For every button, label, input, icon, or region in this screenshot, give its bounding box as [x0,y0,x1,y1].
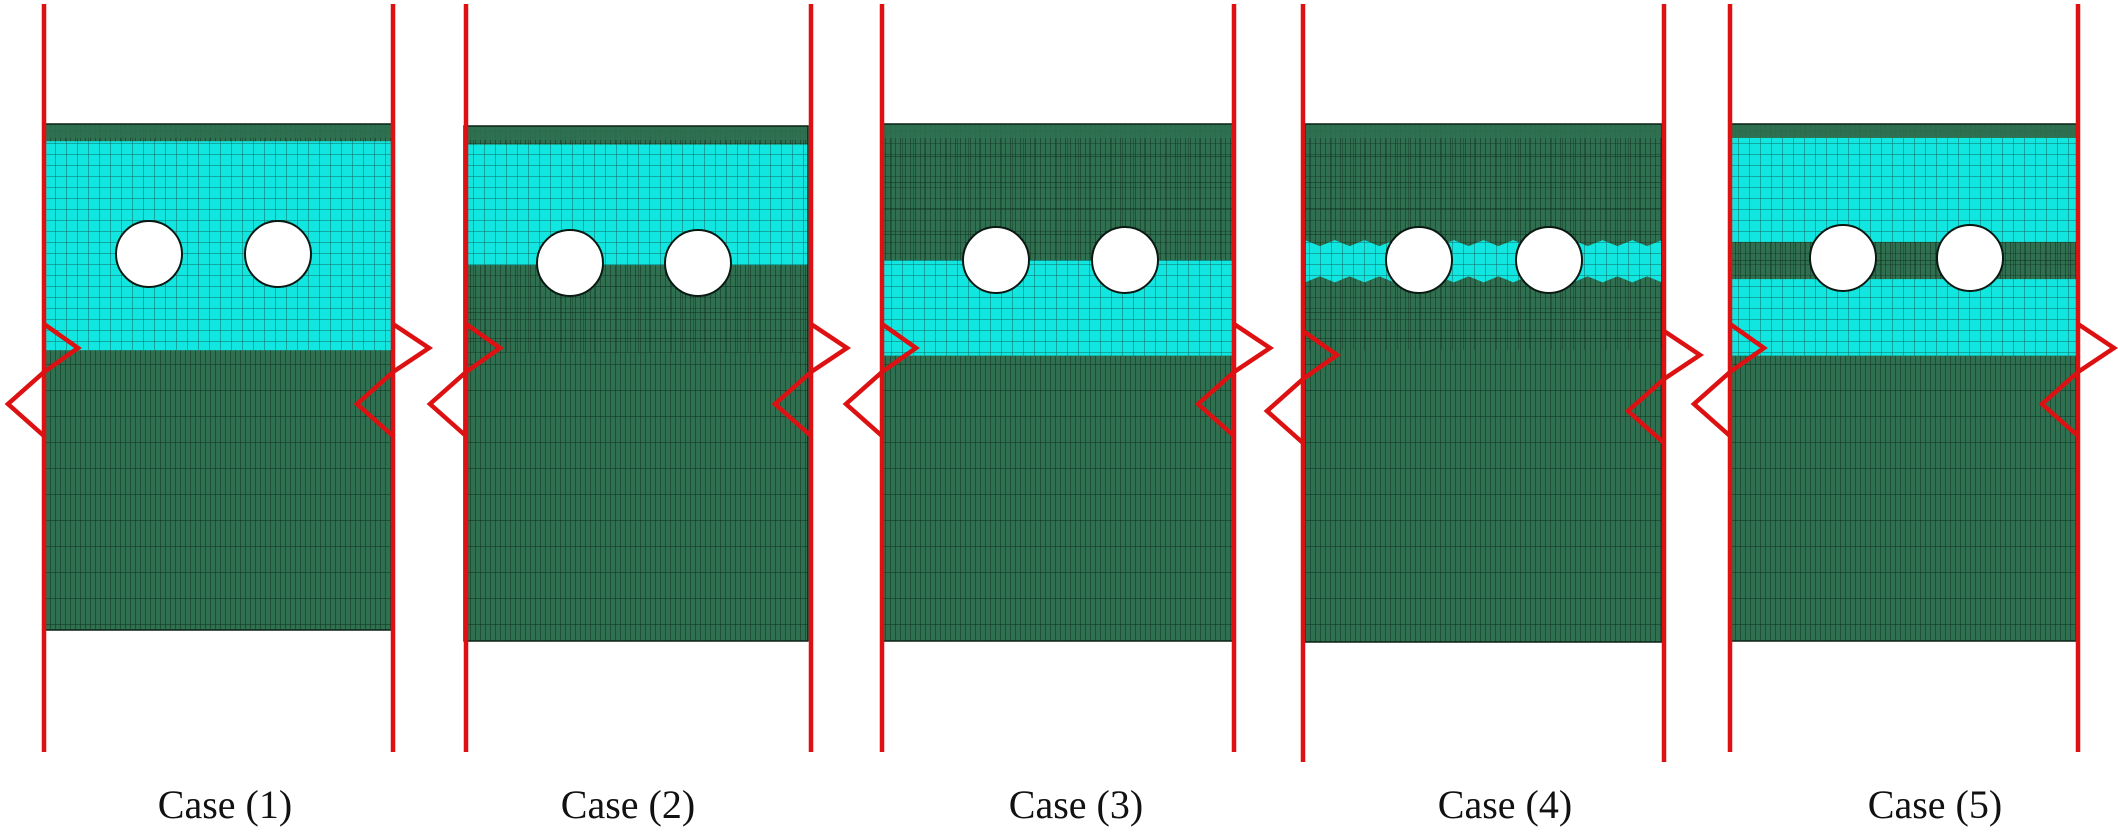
hole-2 [1515,226,1583,294]
right-notch-inner [771,370,813,438]
case-panel-4 [1263,4,1705,762]
top-strip [1305,124,1662,138]
top-strip [44,124,392,138]
hole-1 [115,220,183,288]
case-label-5: Case (5) [1868,782,2002,827]
top-strip [464,126,808,140]
right-notch-inner [1624,377,1666,445]
fine-mesh-lines [1730,124,2078,356]
fine-mesh-lines [1305,124,1662,350]
hole-2 [1091,226,1159,294]
right-notch-outer [391,322,434,374]
hole-1 [962,226,1030,294]
mesh-body-1 [44,124,392,630]
fine-mesh-lines [44,124,392,351]
case-label-2: Case (2) [561,782,695,827]
left-notch-inner [1728,322,1768,374]
hole-2 [1936,224,2004,292]
hole-2 [664,229,732,297]
case-panel-3 [842,4,1275,752]
right-notch-outer [1662,329,1705,381]
left-notch-outer [1263,377,1305,445]
case-label-4: Case (4) [1438,782,1572,827]
left-notch-inner [42,322,82,374]
case-label-1: Case (1) [158,782,292,827]
left-notch-inner [880,322,920,374]
left-notch-outer [842,370,884,438]
right-notch-outer [1232,322,1275,374]
case-label-3: Case (3) [1009,782,1143,827]
right-notch-inner [2038,370,2080,438]
hole-1 [1385,226,1453,294]
left-notch-inner [1301,329,1341,381]
hole-2 [244,220,312,288]
fine-mesh-lines [882,124,1233,356]
top-strip [1730,124,2078,138]
mesh-body-2 [464,126,808,641]
left-notch-inner [464,322,504,374]
case-panel-5 [1690,4,2118,752]
mesh-body-4 [1305,124,1662,642]
hole-1 [536,229,604,297]
case-panel-2 [426,4,852,752]
mesh-body-5 [1730,124,2078,641]
left-notch-outer [426,370,468,438]
right-notch-inner [1194,370,1236,438]
fine-mesh-lines [464,126,808,353]
right-notch-outer [809,322,852,374]
right-notch-outer [2076,322,2118,374]
top-strip [882,124,1233,138]
mesh-body-3 [882,124,1233,641]
left-notch-outer [4,370,46,438]
left-notch-outer [1690,370,1732,438]
right-notch-inner [353,370,395,438]
hole-1 [1809,224,1877,292]
case-panel-1 [4,4,434,752]
